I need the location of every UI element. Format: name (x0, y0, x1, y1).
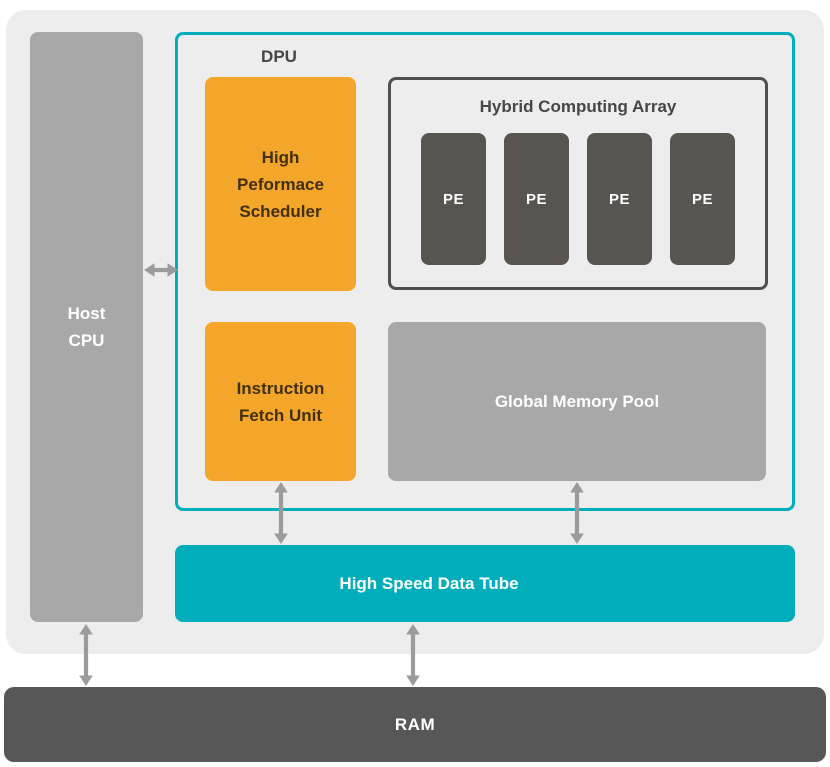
ifu-label-line2: Fetch Unit (238, 405, 323, 425)
scheduler-label-line1: High (261, 147, 300, 167)
pe-block: PE (587, 133, 652, 265)
host-cpu-label-line2: CPU (68, 331, 105, 350)
pe-block: PE (670, 133, 735, 265)
scheduler-label-line3: Scheduler (239, 201, 322, 221)
high-performance-scheduler-block: High Peformace Scheduler (205, 77, 356, 291)
dpu-box: DPU High Peformace Scheduler Hybrid Comp… (175, 32, 795, 511)
hybrid-computing-array-box: Hybrid Computing Array PE PE PE PE (388, 77, 768, 290)
gmp-label: Global Memory Pool (494, 391, 660, 411)
scheduler-label-line2: Peformace (237, 174, 324, 194)
pe-label: PE (608, 190, 630, 208)
pe-label: PE (525, 190, 547, 208)
host-cpu-label-line1: Host (67, 304, 106, 323)
pe-block: PE (421, 133, 486, 265)
global-memory-pool-block: Global Memory Pool (388, 322, 766, 481)
ifu-label-line1: Instruction (236, 378, 325, 398)
tube-label: High Speed Data Tube (339, 573, 519, 593)
ram-block: RAM (4, 687, 826, 762)
hybrid-computing-array-label: Hybrid Computing Array (479, 97, 677, 116)
pe-block: PE (504, 133, 569, 265)
pe-label: PE (691, 190, 713, 208)
instruction-fetch-unit-block: Instruction Fetch Unit (205, 322, 356, 481)
host-cpu-dpu-bidirectional-arrow-icon (144, 263, 178, 277)
host-cpu-block: Host CPU (30, 32, 143, 622)
ram-label: RAM (394, 714, 436, 734)
pe-row: PE PE PE PE (391, 133, 765, 265)
high-speed-data-tube-block: High Speed Data Tube (175, 545, 795, 622)
tube-ram-bidirectional-arrow-icon (406, 624, 420, 686)
ifu-tube-bidirectional-arrow-icon (274, 482, 288, 544)
pe-label: PE (442, 190, 464, 208)
host-cpu-ram-bidirectional-arrow-icon (79, 624, 93, 686)
dpu-label: DPU (261, 47, 297, 66)
gmp-tube-bidirectional-arrow-icon (570, 482, 584, 544)
